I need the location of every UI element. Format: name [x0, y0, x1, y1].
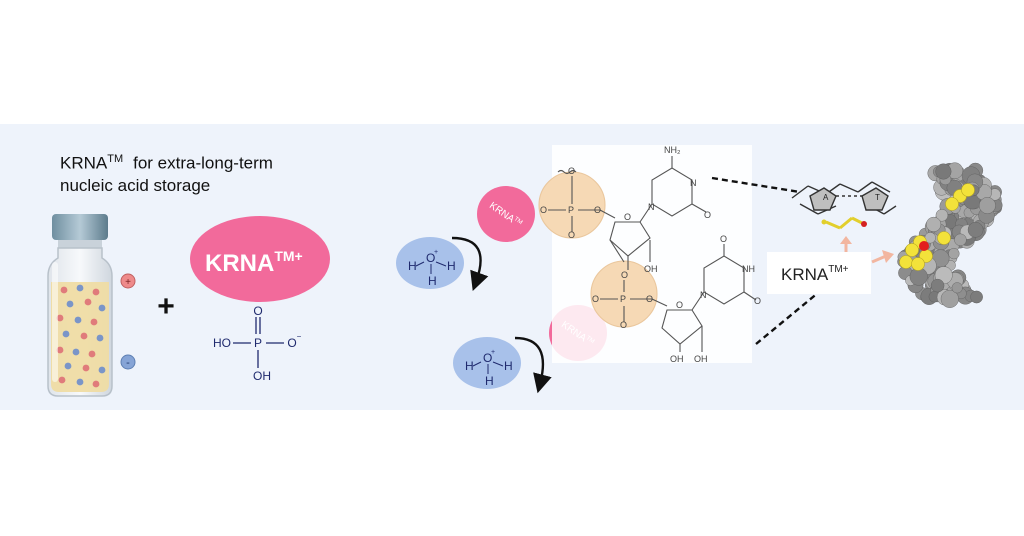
- svg-text:O: O: [621, 270, 628, 280]
- title-brand: KRNA: [60, 153, 108, 173]
- dna-atom: [979, 197, 996, 214]
- cation-ion: +: [120, 273, 136, 289]
- title-tm: TM: [107, 153, 124, 165]
- svg-text:O: O: [704, 210, 711, 220]
- dna-atom: [970, 290, 983, 304]
- plus-sign: +: [157, 290, 175, 323]
- base-pair-model: [791, 181, 897, 230]
- dna-atom: [967, 221, 984, 238]
- dna-binding-atom: [937, 231, 951, 245]
- vial: [47, 214, 113, 397]
- svg-text:H: H: [408, 259, 417, 273]
- dna-binding-atom: [899, 255, 913, 269]
- svg-text:O: O: [540, 205, 547, 215]
- anion-sign: -: [126, 357, 130, 369]
- svg-text:H: H: [504, 359, 513, 373]
- anion-ion: -: [120, 354, 136, 370]
- svg-text:NH: NH: [742, 264, 755, 274]
- svg-text:H: H: [485, 374, 494, 388]
- curved-arrow-top: [451, 236, 489, 292]
- dna-oxygen-atom: [919, 241, 929, 251]
- svg-text:O: O: [483, 351, 492, 365]
- svg-text:O: O: [568, 166, 575, 176]
- svg-text:+: +: [491, 349, 495, 356]
- reagent-label: KRNATM+: [205, 248, 303, 277]
- dna-atom: [935, 209, 949, 222]
- svg-text:N: N: [700, 290, 707, 300]
- zoom-line-top: [711, 176, 801, 194]
- svg-text:H: H: [465, 359, 474, 373]
- dna-atom: [951, 282, 963, 294]
- svg-text:OH: OH: [670, 354, 684, 364]
- svg-text:OH: OH: [694, 354, 708, 364]
- nucleotide-structure: [538, 156, 757, 352]
- dna-atom: [954, 233, 967, 247]
- dna-atom: [935, 163, 952, 180]
- dna-binding-atom: [911, 257, 925, 271]
- phosphate-o-top: O: [253, 304, 262, 318]
- dna-atom: [926, 216, 942, 232]
- vial-particles: [56, 284, 106, 388]
- svg-text:OH: OH: [644, 264, 658, 274]
- svg-text:O: O: [720, 234, 727, 244]
- dna-atom: [930, 278, 945, 293]
- reagent-cation: KRNATM+: [190, 216, 330, 302]
- curved-arrow-bottom: [514, 336, 552, 394]
- title-line1: for extra-long-term: [133, 153, 273, 173]
- vial-cap: [52, 214, 108, 240]
- dna-helix-model: [897, 162, 1003, 308]
- svg-text:N: N: [690, 178, 697, 188]
- svg-text:H: H: [447, 259, 456, 273]
- svg-text:N: N: [648, 202, 655, 212]
- krna-tag-top: KRNATM: [477, 186, 535, 242]
- svg-text:O: O: [620, 320, 627, 330]
- svg-text:H: H: [428, 274, 437, 288]
- dna-binding-atom: [905, 243, 919, 257]
- dna-atom: [940, 289, 959, 308]
- diagram-title: KRNATM for extra-long-term nucleic acid s…: [60, 148, 273, 197]
- phosphate-oh: OH: [253, 369, 271, 383]
- hydronium-ion-top: H O + H H: [396, 237, 464, 289]
- base-label-t: T: [875, 193, 880, 202]
- phosphate-p: P: [254, 336, 262, 350]
- svg-text:KRNATM+: KRNATM+: [781, 264, 849, 284]
- cation-sign: +: [125, 277, 131, 288]
- peach-arrow-right: [871, 254, 887, 264]
- svg-text:O: O: [646, 294, 653, 304]
- svg-text:+: +: [434, 249, 438, 256]
- svg-text:O: O: [426, 251, 435, 265]
- svg-text:O: O: [754, 296, 761, 306]
- svg-text:O: O: [594, 205, 601, 215]
- svg-text:NH₂: NH₂: [664, 145, 681, 155]
- phosphate-ho: HO: [213, 336, 231, 350]
- dna-binding-atom: [945, 197, 959, 211]
- phosphate-o-minus: O: [287, 336, 296, 350]
- svg-text:O: O: [592, 294, 599, 304]
- hydronium-ion-bottom: H O + H H: [453, 337, 521, 389]
- phosphate-structure: O HO P O − OH: [213, 304, 302, 383]
- svg-text:P: P: [568, 205, 574, 215]
- dna-binding-atom: [961, 183, 975, 197]
- base-label-a: A: [823, 193, 829, 202]
- nucleotide-labels: NH₂ N N O O O P O O O O OH O P O O O O N…: [540, 145, 761, 364]
- svg-text:−: −: [297, 332, 302, 341]
- svg-text:P: P: [620, 294, 626, 304]
- svg-text:O: O: [568, 230, 575, 240]
- dna-atom: [948, 248, 960, 260]
- svg-text:O: O: [676, 300, 683, 310]
- svg-text:O: O: [624, 212, 631, 222]
- title-line2: nucleic acid storage: [60, 175, 211, 195]
- zoom-line-bottom: [755, 277, 837, 345]
- krna-callout: KRNATM+: [767, 252, 871, 294]
- phosphate-highlight-top: [538, 171, 606, 239]
